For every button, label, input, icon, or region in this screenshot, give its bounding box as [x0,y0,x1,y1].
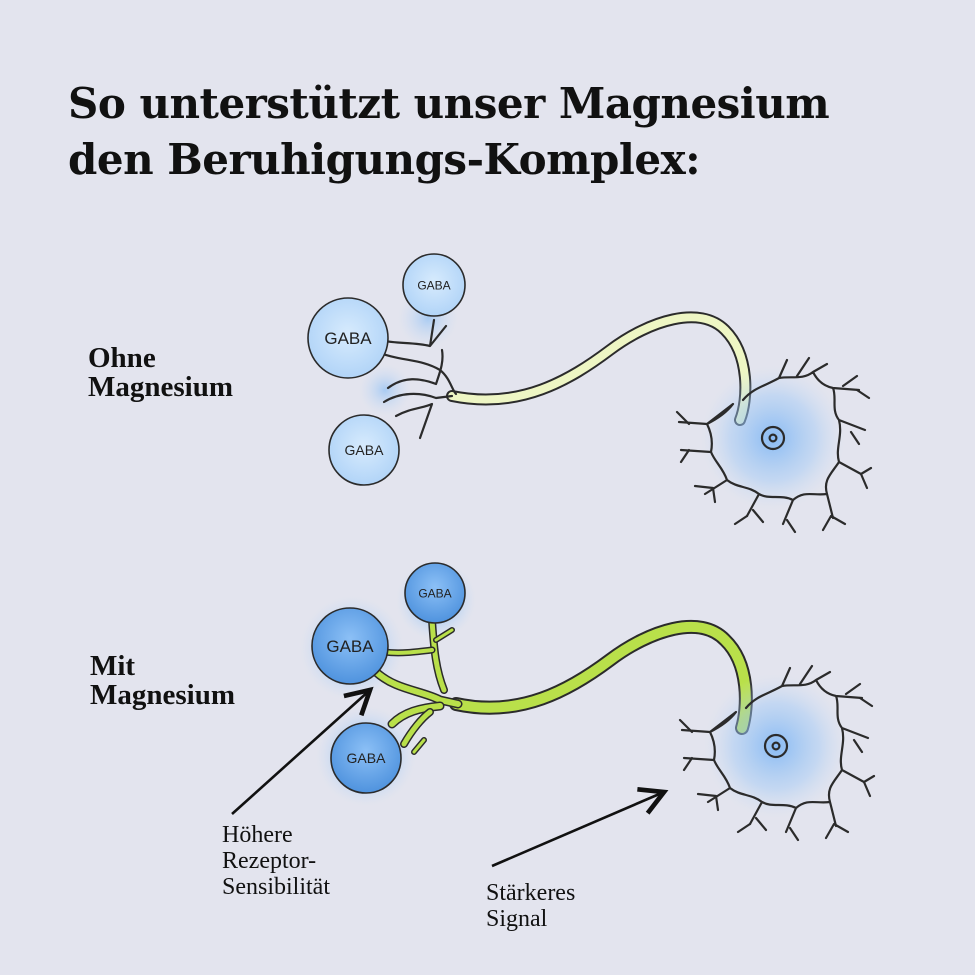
gaba-label: GABA [324,329,372,348]
gaba-label: GABA [347,750,387,766]
annotation-signal-line-1: Stärkeres [486,880,576,906]
label-without-line-2: Magnesium [88,371,233,403]
annotation-stronger-signal: Stärkeres Signal [486,880,575,932]
label-with-line-2: Magnesium [90,679,235,711]
neuron-with-magnesium: GABA GABA GABA [300,560,876,842]
gaba-receptor-small [402,253,466,317]
label-without-magnesium: Ohne Magnesium [88,344,233,402]
axon-terminal-branches [370,318,458,440]
axon-strong-signal [451,621,751,733]
annotation-signal-line-2: Signal [486,906,548,932]
arrow-receptor-sensitivity [231,686,374,815]
gaba-label: GABA [345,442,385,458]
page-title: So unterstützt unser Magnesium den Beruh… [68,76,948,188]
label-with-magnesium: Mit Magnesium [90,652,235,710]
axon-weak-signal [448,313,750,424]
gaba-receptor-small [404,562,466,624]
neuron-without-magnesium: GABA GABA GABA [307,253,873,534]
receptor-glow [359,364,411,416]
gaba-label: GABA [326,637,374,656]
neuron-cell-body [678,664,876,842]
gaba-receptor-medium [328,414,400,486]
arrow-stronger-signal [491,786,669,868]
gaba-receptor-large [311,607,389,685]
title-line-1: So unterstützt unser Magnesium [68,79,830,128]
annotation-receptor-line-2: Rezeptor- [222,848,317,874]
annotation-receptor-line-1: Höhere [222,822,293,848]
label-with-line-1: Mit [90,650,136,682]
annotation-receptor-line-3: Sensibilität [222,874,330,900]
neuron-cell-body [675,356,873,534]
gaba-receptor-large [307,297,389,379]
axon-outline [446,311,752,426]
gaba-label: GABA [417,279,450,293]
label-without-line-1: Ohne [88,342,156,374]
axon-terminal-branches-strong [371,616,463,755]
axon-outline [449,619,753,735]
annotation-receptor-sensitivity: Höhere Rezeptor- Sensibilität [222,822,330,900]
gaba-label: GABA [418,587,451,601]
gaba-receptor-medium [330,722,402,794]
title-line-2: den Beruhigungs-Komplex: [68,135,701,184]
